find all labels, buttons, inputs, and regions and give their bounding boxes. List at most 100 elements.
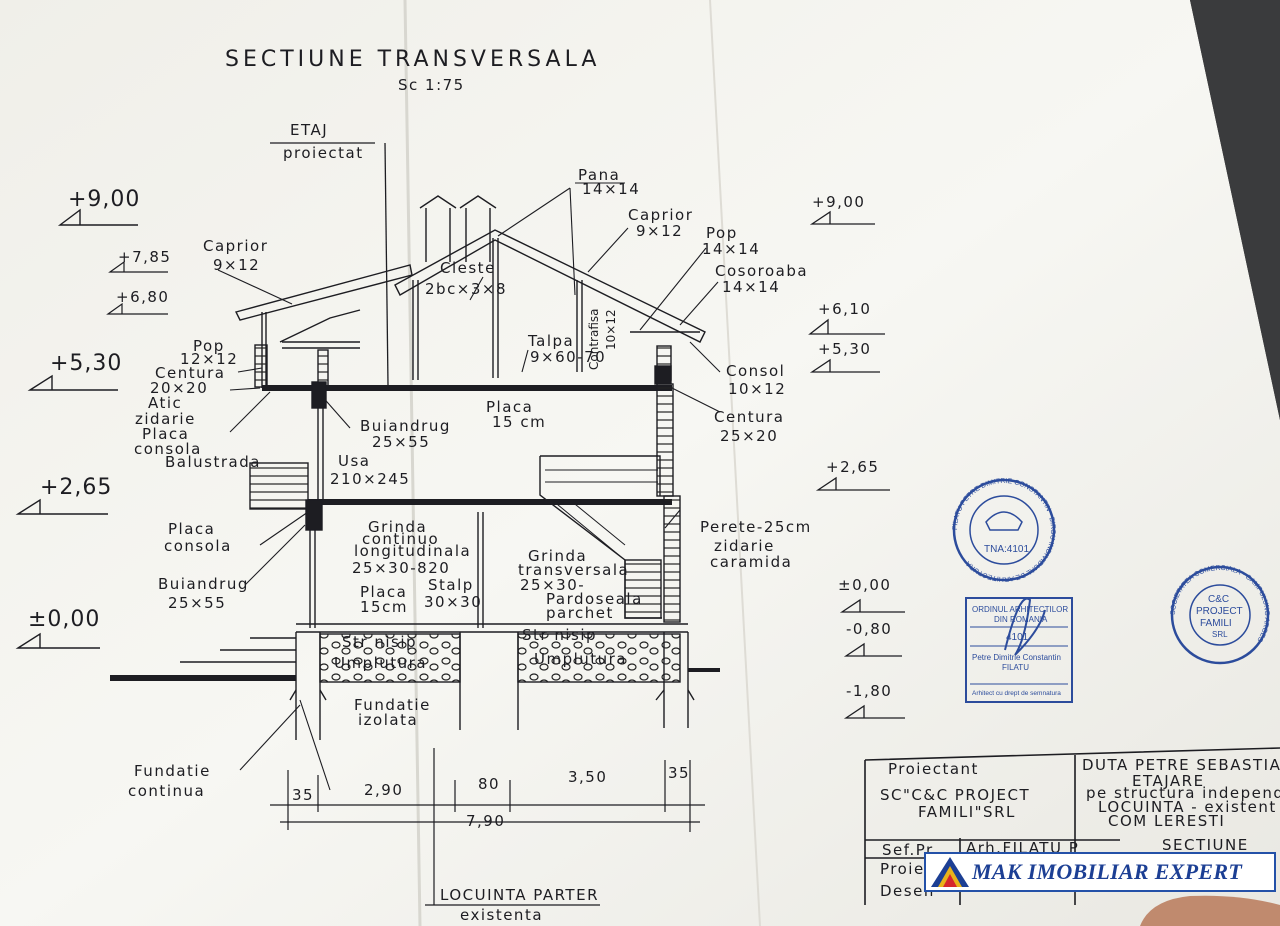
label-centura-right: Centura: [714, 408, 784, 426]
label-centura-dim: 20×20: [150, 379, 208, 397]
tb-firm-2: FAMILI"SRL: [918, 803, 1016, 821]
label-fundatie-izolata: Fundatie: [354, 696, 431, 714]
label-stalp: Stalp: [428, 576, 474, 594]
label-balustrada: Balustrada: [165, 453, 261, 471]
paper-fold: [403, 0, 422, 926]
level-785-left: +7,85: [118, 248, 171, 266]
dim-5: 35: [668, 764, 690, 782]
label-cosoroaba-dim: 14×14: [722, 278, 780, 296]
dim-1: 35: [292, 786, 314, 804]
label-centura: Centura: [155, 364, 225, 382]
firm-center-4: SRL: [1212, 630, 1228, 639]
tb-proiectant: Proiectant: [888, 760, 979, 778]
label-placa-consola: Placa: [168, 520, 215, 538]
drawing-scale: Sc 1:75: [398, 76, 465, 94]
label-grinda-trans-2: transversala: [518, 561, 629, 579]
label-pop-left: Pop: [193, 337, 225, 355]
label-perete: Perete-25cm: [700, 518, 812, 536]
label-str-nisip-2: Str nisip: [522, 626, 597, 644]
label-contrafisa: Contrafisa: [587, 309, 601, 370]
signature: [1004, 597, 1046, 656]
round-stamp-tna: TNA:4101: [984, 544, 1029, 555]
locuinta-label-2: existenta: [460, 906, 543, 924]
building-section: [110, 195, 720, 740]
level-530-left: +5,30: [50, 351, 122, 376]
label-contrafisa-dim: 10×12: [604, 309, 618, 350]
label-talpa: Talpa: [527, 332, 574, 350]
label-buiandrug-bot-dim: 25×55: [168, 594, 226, 612]
label-fundatie-izolata-2: izolata: [358, 711, 418, 729]
level-610-right: +6,10: [818, 300, 871, 318]
finger: [1140, 895, 1280, 926]
label-grinda-long: Grinda: [368, 518, 427, 536]
dim-4: 3,50: [568, 768, 607, 786]
label-caprior-right-dim: 9×12: [636, 222, 683, 240]
label-pardoseala-2: parchet: [546, 604, 614, 622]
label-usa: Usa: [338, 452, 371, 470]
label-pardoseala: Pardoseala: [546, 590, 643, 608]
label-pop-left-dim: 12×12: [180, 350, 238, 368]
label-placa-bot: Placa: [360, 583, 407, 601]
label-buiandrug-top: Buiandrug: [360, 417, 451, 435]
tb-client: DUTA PETRE SEBASTIAN: [1082, 756, 1280, 774]
watermark-text: MAK IMOBILIAR EXPERT: [972, 859, 1243, 884]
paper-fold: [709, 0, 761, 926]
mak-logo-icon: [931, 857, 969, 887]
label-cleste: Cleste: [440, 259, 496, 277]
section-labels: Pana 14×14 Caprior 9×12 Pop 14×14 Caprio…: [128, 166, 812, 800]
title-block: [864, 747, 1280, 905]
oar-line-2: DIN ROMANIA: [994, 615, 1048, 624]
tb-proj-4: COM LERESTI: [1108, 812, 1225, 830]
level-530-right: +5,30: [818, 340, 871, 358]
level-marker-right: +9,00 +6,10 +5,30 +2,65 ±0,00 -0,80 -1,8…: [808, 193, 905, 719]
label-buiandrug-top-dim: 25×55: [372, 433, 430, 451]
level-marker-left: +9,00 +7,85 +6,80 +5,30 +2,65 ±0,00: [15, 187, 171, 649]
firm-center-3: FAMILI: [1200, 618, 1232, 629]
etaj-label: ETAJ: [290, 121, 328, 139]
desk-corner: [1190, 0, 1280, 420]
label-perete-2: zidarie: [714, 537, 775, 555]
label-pop-right: Pop: [706, 224, 738, 242]
oar-name-1: Petre Dimitrie Constantin: [972, 653, 1061, 662]
label-consola-top: consola: [134, 440, 202, 458]
label-caprior-left: Caprior: [203, 237, 268, 255]
label-perete-3: caramida: [710, 553, 792, 571]
label-centura-right-dim: 25×20: [720, 427, 778, 445]
label-pana: Pana: [578, 166, 620, 184]
label-placa-mid-dim: 15 cm: [492, 413, 546, 431]
label-caprior-right: Caprior: [628, 206, 693, 224]
oar-right-text: Arhitect cu drept de semnatura: [972, 690, 1061, 697]
architect-round-stamp: FILATU PETRE DIMITRIE CONSTANTIN · BIROU…: [952, 478, 1056, 582]
tb-desen: Desen: [880, 882, 935, 900]
level-265-right: +2,65: [826, 458, 879, 476]
firm-center-1: C&C: [1208, 594, 1229, 605]
leader-lines: [217, 187, 721, 791]
dim-total: 7,90: [466, 812, 505, 830]
dimension-line: [270, 748, 705, 906]
locuinta-label: LOCUINTA PARTER: [440, 886, 599, 904]
label-consol-dim: 10×12: [728, 380, 786, 398]
watermark-banner: MAK IMOBILIAR EXPERT: [924, 852, 1276, 892]
level-265-left: +2,65: [40, 475, 112, 500]
label-cleste-dim: 2bc×3×8: [425, 280, 507, 298]
oar-stamp: ORDINUL ARHITECTILOR DIN ROMANIA 4101 Pe…: [965, 597, 1073, 703]
tb-sef: Sef.Pr: [882, 841, 934, 859]
drawing-title: SECTIUNE TRANSVERSALA: [225, 47, 600, 72]
label-grinda-long-dim: 25×30-820: [352, 559, 450, 577]
label-pop-right-dim: 14×14: [702, 240, 760, 258]
dim-2: 2,90: [364, 781, 403, 799]
etaj-sub: proiectat: [283, 144, 364, 162]
label-cosoroaba: Cosoroaba: [715, 262, 808, 280]
label-placa-bot-dim: 15cm: [360, 598, 408, 616]
level-900-left: +9,00: [68, 187, 140, 212]
label-usa-dim: 210×245: [330, 470, 410, 488]
label-buiandrug-bot: Buiandrug: [158, 575, 249, 593]
tb-proj-1: ETAJARE: [1132, 772, 1205, 790]
label-placa-consola-2: consola: [164, 537, 232, 555]
label-caprior-left-dim: 9×12: [213, 256, 260, 274]
label-fundatie-continua: Fundatie: [134, 762, 211, 780]
tb-firm-1: SC"C&C PROJECT: [880, 786, 1030, 804]
label-grinda-trans: Grinda: [528, 547, 587, 565]
label-umplutura-1: Umplutura: [334, 654, 427, 672]
